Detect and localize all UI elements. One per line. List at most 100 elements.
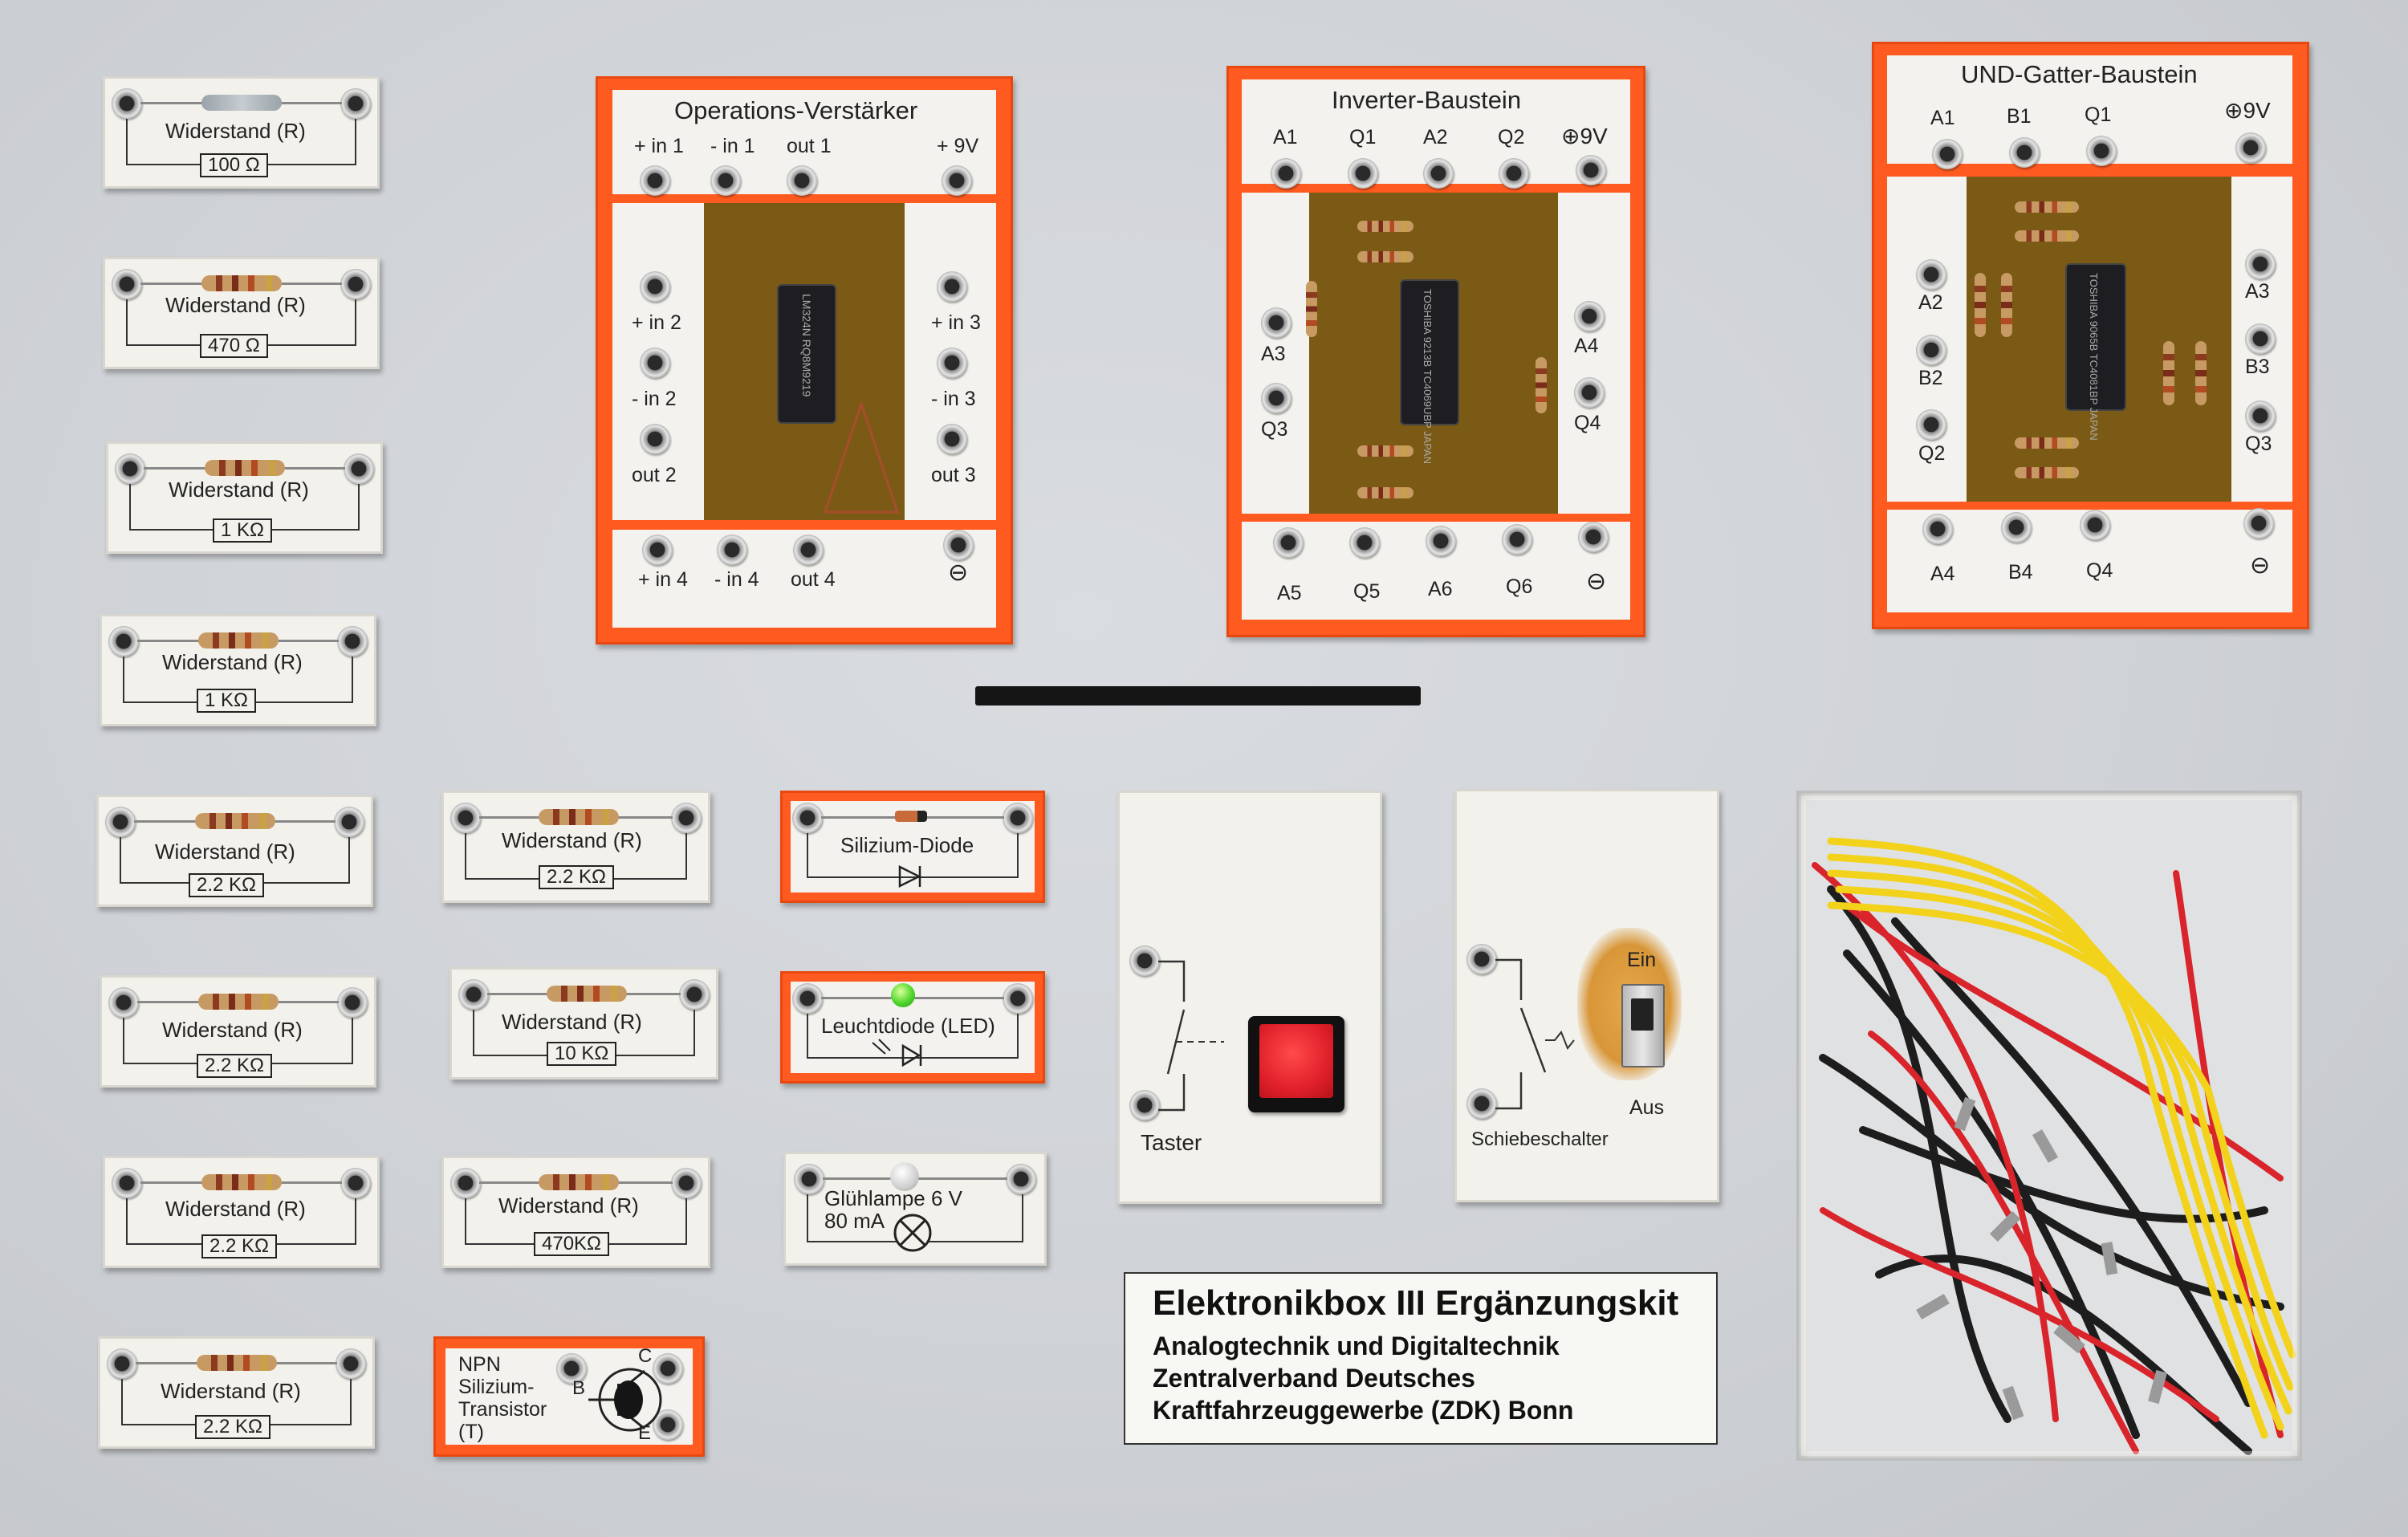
socket[interactable] — [1574, 377, 1605, 408]
socket[interactable] — [1006, 1164, 1036, 1194]
socket[interactable] — [717, 535, 747, 565]
socket[interactable] — [2001, 512, 2032, 543]
socket[interactable] — [937, 271, 967, 302]
socket[interactable] — [640, 165, 670, 196]
socket[interactable] — [1916, 335, 1946, 365]
socket[interactable] — [792, 803, 823, 833]
resistor-card[interactable]: Widerstand (R) 100 Ω — [103, 76, 380, 189]
socket[interactable] — [2245, 401, 2276, 431]
socket[interactable] — [2245, 323, 2276, 354]
socket[interactable] — [640, 348, 670, 378]
resistor-card[interactable]: Widerstand (R) 2.2 KΩ — [100, 975, 376, 1088]
led-module[interactable]: Leuchtdiode (LED) — [780, 971, 1045, 1084]
socket[interactable] — [1349, 527, 1380, 558]
socket[interactable] — [1932, 139, 1963, 169]
socket[interactable] — [340, 1168, 371, 1198]
socket[interactable] — [450, 803, 481, 833]
socket[interactable] — [943, 530, 974, 560]
socket[interactable] — [1922, 514, 1953, 544]
socket[interactable] — [1003, 983, 1033, 1014]
socket[interactable] — [1502, 524, 1532, 555]
socket[interactable] — [1129, 1090, 1160, 1120]
socket[interactable] — [671, 803, 702, 833]
socket[interactable] — [2080, 510, 2110, 540]
socket[interactable] — [1273, 527, 1304, 558]
socket[interactable] — [937, 348, 967, 378]
socket[interactable] — [108, 987, 139, 1018]
socket[interactable] — [2245, 249, 2276, 279]
socket[interactable] — [1578, 522, 1609, 552]
socket[interactable] — [336, 1348, 366, 1379]
socket[interactable] — [640, 271, 670, 302]
socket[interactable] — [112, 88, 142, 119]
socket[interactable] — [787, 165, 817, 196]
lamp-module[interactable]: Glühlampe 6 V 80 mA — [783, 1152, 1047, 1266]
socket[interactable] — [112, 1168, 142, 1198]
slide-switch-knob[interactable] — [1631, 998, 1653, 1031]
socket[interactable] — [1261, 383, 1291, 413]
socket[interactable] — [2086, 136, 2117, 166]
socket[interactable] — [1423, 158, 1454, 189]
socket[interactable] — [340, 88, 371, 119]
resistor-card[interactable]: Widerstand (R) 2.2 KΩ — [98, 1336, 375, 1449]
socket[interactable] — [1466, 1088, 1497, 1119]
socket[interactable] — [642, 535, 673, 565]
push-button[interactable] — [1248, 1016, 1344, 1112]
push-button-cap[interactable] — [1259, 1024, 1333, 1098]
socket[interactable] — [671, 1168, 702, 1198]
socket[interactable] — [1574, 301, 1605, 331]
socket[interactable] — [794, 1164, 824, 1194]
socket[interactable] — [108, 626, 139, 657]
socket[interactable] — [337, 987, 368, 1018]
transistor-module[interactable]: NPN Silizium- Transistor (T) B C E — [433, 1336, 705, 1457]
socket[interactable] — [640, 424, 670, 454]
socket[interactable] — [112, 269, 142, 299]
socket[interactable] — [337, 626, 368, 657]
socket[interactable] — [340, 269, 371, 299]
socket[interactable] — [1499, 158, 1529, 189]
slide-switch-module[interactable]: Ein Aus Schiebeschalter — [1454, 789, 1719, 1202]
resistor-card[interactable]: Widerstand (R) 2.2 KΩ — [103, 1156, 380, 1268]
inverter-module[interactable]: Inverter-Baustein A1 Q1 A2 Q2 ⊕9V TOSHIB… — [1226, 66, 1645, 637]
resistor-card[interactable]: Widerstand (R) 470 Ω — [103, 257, 380, 369]
resistor-card[interactable]: Widerstand (R) 2.2 KΩ — [96, 795, 373, 907]
socket[interactable] — [556, 1353, 587, 1384]
and-gate-module[interactable]: UND-Gatter-Baustein A1 B1 Q1 ⊕9V TOSHIBA… — [1872, 42, 2309, 629]
socket[interactable] — [792, 983, 823, 1014]
socket[interactable] — [937, 424, 967, 454]
socket[interactable] — [1271, 158, 1301, 189]
taster-module[interactable]: Taster — [1117, 791, 1382, 1204]
socket[interactable] — [1466, 944, 1497, 974]
socket[interactable] — [115, 453, 145, 484]
resistor-card[interactable]: Widerstand (R) 2.2 KΩ — [441, 791, 710, 903]
resistor-card[interactable]: Widerstand (R) 1 KΩ — [106, 441, 383, 554]
socket[interactable] — [107, 1348, 137, 1379]
socket[interactable] — [334, 807, 364, 837]
socket[interactable] — [1916, 259, 1946, 290]
socket[interactable] — [710, 165, 741, 196]
socket[interactable] — [1129, 945, 1160, 976]
resistor-card[interactable]: Widerstand (R) 470KΩ — [441, 1156, 710, 1268]
socket[interactable] — [450, 1168, 481, 1198]
socket[interactable] — [1426, 526, 1456, 556]
socket[interactable] — [2243, 508, 2274, 539]
resistor-card[interactable]: Widerstand (R) 1 KΩ — [100, 614, 376, 726]
resistor-card[interactable]: Widerstand (R) 10 KΩ — [449, 967, 718, 1080]
socket[interactable] — [105, 807, 136, 837]
socket[interactable] — [2235, 132, 2266, 163]
diode-module[interactable]: Silizium-Diode — [780, 791, 1045, 903]
socket[interactable] — [1916, 409, 1946, 440]
slide-switch[interactable] — [1621, 984, 1665, 1067]
socket[interactable] — [653, 1353, 683, 1384]
socket[interactable] — [2009, 137, 2040, 168]
opamp-module[interactable]: Operations-Verstärker + in 1 - in 1 out … — [596, 76, 1013, 644]
socket[interactable] — [458, 979, 489, 1010]
socket[interactable] — [1348, 158, 1378, 189]
socket[interactable] — [942, 165, 972, 196]
socket[interactable] — [1576, 155, 1606, 185]
socket[interactable] — [344, 453, 374, 484]
socket[interactable] — [1003, 803, 1033, 833]
socket[interactable] — [679, 979, 710, 1010]
socket[interactable] — [793, 535, 824, 565]
socket[interactable] — [1261, 307, 1291, 338]
